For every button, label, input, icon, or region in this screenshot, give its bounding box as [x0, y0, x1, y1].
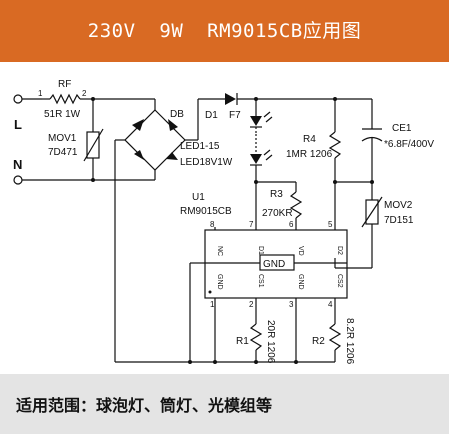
bridge-rectifier: DB	[114, 99, 199, 362]
r4-ref: R4	[303, 134, 316, 145]
mov2-varistor: MOV2 7D151	[334, 182, 414, 269]
title-banner: 230V 9W RM9015CB应用图	[0, 0, 449, 62]
ce1-capacitor: CE1 *6.8F/400V	[361, 99, 434, 182]
rf-pin-1: 1	[38, 89, 43, 98]
ic-pin-num-1: 1	[210, 300, 215, 309]
footer-banner: 适用范围：球泡灯、筒灯、光模组等	[0, 374, 449, 434]
ic-gnd-pad-label: GND	[263, 259, 285, 270]
line-terminal: L	[13, 94, 42, 132]
ic-pin-num-7: 7	[249, 220, 254, 229]
r3-value: 270KR	[262, 208, 293, 219]
ic-pin-name-d2: D2	[336, 246, 343, 255]
mov2-ref: MOV2	[384, 200, 413, 211]
line-terminal-label: L	[14, 117, 22, 132]
rf-ref: RF	[58, 79, 71, 90]
mov2-value: 7D151	[384, 215, 414, 226]
ce1-ref: CE1	[392, 123, 412, 134]
schematic-canvas: L N 1 2 RF 51R 1W MOV1 7D471 DB	[13, 79, 434, 365]
rf-pin-2: 2	[82, 89, 87, 98]
ic-pin-num-3: 3	[289, 300, 294, 309]
mov1-ref: MOV1	[48, 133, 77, 144]
neutral-terminal-label: N	[13, 157, 22, 172]
r1-resistor: R1 20R 1206	[236, 308, 276, 364]
led-ref: LED1-15	[180, 141, 220, 152]
d1-ref: D1	[205, 110, 218, 121]
rf-value: 51R 1W	[44, 109, 81, 120]
ic-pin-num-8: 8	[210, 220, 215, 229]
d1-diode: D1 F7	[198, 93, 256, 121]
ic-pin-num-2: 2	[249, 300, 254, 309]
ic-pin-num-6: 6	[289, 220, 294, 229]
led-value: LED18V1W	[180, 157, 233, 168]
ic-pin-name-gnd1: GND	[216, 274, 223, 290]
application-scope-text: 适用范围：球泡灯、筒灯、光模组等	[16, 396, 273, 415]
circuit-schematic: L N 1 2 RF 51R 1W MOV1 7D471 DB	[0, 62, 449, 374]
rf-resistor: 1 2 RF 51R 1W	[38, 79, 93, 120]
r4-resistor: R4 1MR 1206	[286, 99, 342, 182]
ic-pin-name-vd: VD	[297, 246, 304, 256]
ic-pin-name-cs2: CS2	[336, 274, 343, 288]
u1-ref: U1	[192, 192, 205, 203]
r1-value: 20R 1206	[265, 320, 276, 364]
f7-ref: F7	[229, 110, 241, 121]
db-ref: DB	[170, 109, 184, 120]
r2-value: 8.2R 1206	[344, 318, 355, 365]
r2-ref: R2	[312, 336, 325, 347]
r3-resistor: R3 270KR	[262, 182, 303, 227]
neutral-terminal: N	[13, 157, 42, 185]
ce1-value: *6.8F/400V	[384, 139, 434, 150]
led-string: LED1-15 LED18V1W	[180, 99, 273, 182]
r4-value: 1MR 1206	[286, 149, 333, 160]
u1-ic: U1 RM9015CB 8 7 6 5 NC D1 VD D2 GND GND …	[180, 192, 348, 362]
ic-pin-name-gnd3: GND	[297, 274, 304, 290]
r2-resistor: R2 8.2R 1206	[312, 308, 355, 365]
r1-ref: R1	[236, 336, 249, 347]
ic-pin-num-5: 5	[328, 220, 333, 229]
mov1-value: 7D471	[48, 147, 78, 158]
r3-ref: R3	[270, 189, 283, 200]
ic-pin-name-nc: NC	[216, 246, 223, 256]
page-title: 230V 9W RM9015CB应用图	[87, 20, 362, 42]
ic-pin-name-d1: D1	[257, 246, 264, 255]
ic-pin-num-4: 4	[328, 300, 333, 309]
mov1-varistor: MOV1 7D471	[48, 97, 104, 182]
u1-value: RM9015CB	[180, 206, 232, 217]
ic-pin-name-cs1: CS1	[257, 274, 264, 288]
